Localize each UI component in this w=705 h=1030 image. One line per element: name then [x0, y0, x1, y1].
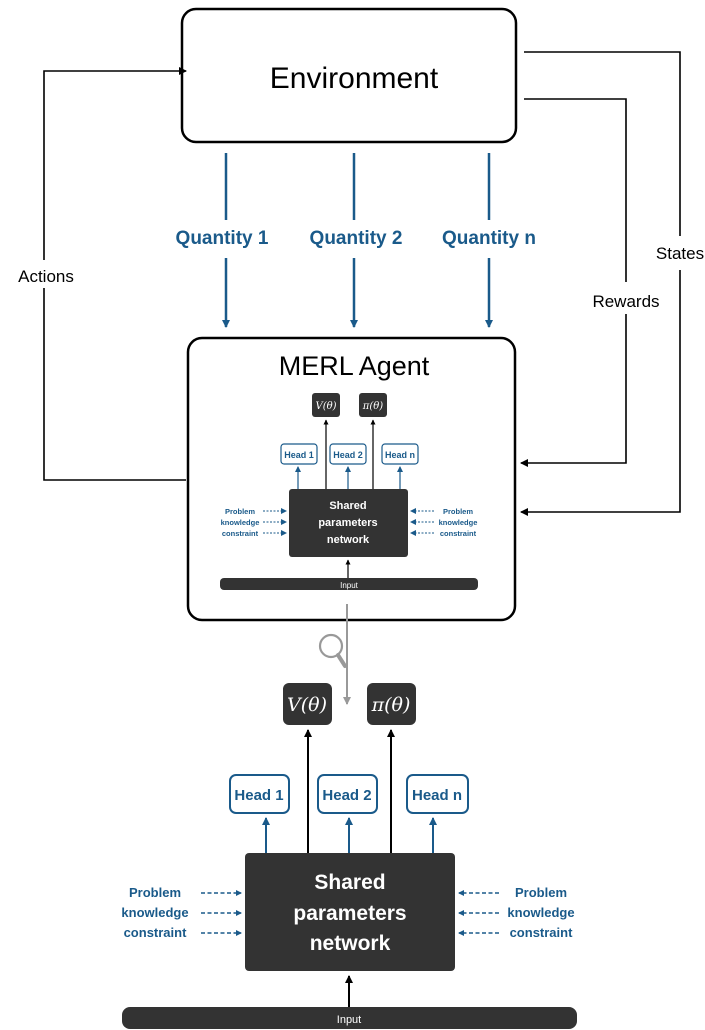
- mini-head-1: [280, 443, 318, 465]
- mini-head-2: [329, 443, 367, 465]
- value-head-box: V(θ): [283, 683, 332, 725]
- right-constraint-line-2: knowledge: [507, 905, 574, 920]
- quantity-n-label: Quantity n: [442, 228, 536, 249]
- svg-text:knowledge: knowledge: [221, 518, 260, 527]
- mini-network: V(θ) π(θ) Head 1 Head 2 Head n Shared pa…: [220, 393, 478, 590]
- value-head-label: V(θ): [287, 694, 327, 716]
- head-1-box: Head 1: [229, 774, 290, 814]
- environment-title: Environment: [270, 62, 439, 95]
- policy-head-label: π(θ): [371, 694, 411, 716]
- shared-line-2: parameters: [293, 902, 406, 925]
- agent-box: MERL Agent: [186, 336, 517, 622]
- head-2-box: Head 2: [317, 774, 378, 814]
- shared-line-1: Shared: [314, 871, 385, 894]
- svg-text:network: network: [327, 534, 370, 546]
- svg-text:constraint: constraint: [222, 529, 259, 538]
- quantity-1-label: Quantity 1: [176, 228, 269, 249]
- shared-network-box: Shared parameters network: [245, 853, 455, 971]
- agent-title: MERL Agent: [279, 351, 430, 381]
- states-label: States: [656, 244, 704, 263]
- head-n-label: Head n: [412, 787, 462, 804]
- svg-text:Head 1: Head 1: [284, 450, 314, 460]
- svg-text:V(θ): V(θ): [315, 401, 336, 412]
- quantity-arrows: [222, 153, 493, 328]
- svg-text:Head 2: Head 2: [333, 450, 363, 460]
- left-constraint-line-3: constraint: [124, 925, 188, 940]
- mini-value-head: [312, 393, 340, 417]
- svg-text:parameters: parameters: [318, 517, 377, 529]
- mini-head-n: [381, 443, 419, 465]
- states-arrow: [520, 51, 681, 516]
- svg-text:Problem: Problem: [443, 507, 473, 516]
- actions-label: Actions: [18, 267, 74, 286]
- mini-input-bar: [220, 578, 478, 590]
- svg-text:Problem: Problem: [225, 507, 255, 516]
- input-label: Input: [337, 1014, 361, 1026]
- environment-box: Environment: [180, 7, 518, 144]
- shared-line-3: network: [310, 932, 391, 955]
- left-constraint: Problem knowledge constraint: [121, 885, 242, 940]
- magnifier-icon: [318, 633, 347, 668]
- input-bar: Input: [122, 1007, 577, 1029]
- svg-text:constraint: constraint: [440, 529, 477, 538]
- right-constraint-line-1: Problem: [515, 885, 567, 900]
- head-2-label: Head 2: [322, 787, 371, 804]
- actions-arrow: [43, 67, 187, 481]
- head-1-label: Head 1: [234, 787, 283, 804]
- left-constraint-line-1: Problem: [129, 885, 181, 900]
- mini-shared-network: [289, 489, 408, 557]
- rewards-arrow: [520, 98, 627, 467]
- rewards-label: Rewards: [592, 292, 659, 311]
- svg-text:Head n: Head n: [385, 450, 415, 460]
- svg-text:Shared: Shared: [329, 500, 366, 512]
- head-n-box: Head n: [406, 774, 469, 814]
- left-constraint-line-2: knowledge: [121, 905, 188, 920]
- svg-text:π(θ): π(θ): [362, 401, 383, 412]
- network-arrows: [262, 729, 437, 853]
- svg-text:knowledge: knowledge: [439, 518, 478, 527]
- svg-text:Input: Input: [340, 581, 359, 590]
- policy-head-box: π(θ): [367, 683, 416, 725]
- right-constraint-line-3: constraint: [510, 925, 574, 940]
- right-constraint: Problem knowledge constraint: [458, 885, 575, 940]
- quantity-2-label: Quantity 2: [310, 228, 403, 249]
- mini-policy-head: [359, 393, 387, 417]
